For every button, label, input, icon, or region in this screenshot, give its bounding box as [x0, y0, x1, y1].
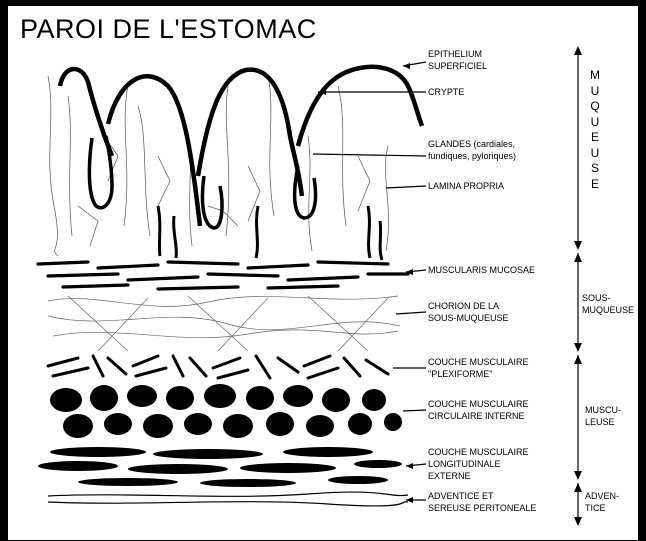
label-epithelium: EPITHELIUM SUPERFICIEL: [428, 48, 487, 72]
stomach-wall-illustration: [8, 6, 638, 540]
crypt-right: [295, 166, 316, 218]
label-glandes: GLANDES (cardiales, fundiques, pylorique…: [428, 138, 516, 162]
label-lamina-propria: LAMINA PROPRIA: [428, 180, 504, 192]
zone-musculeuse: MUSCU- LEUSE: [585, 404, 621, 428]
label-plexiforme: COUCHE MUSCULAIRE "PLEXIFORME": [428, 356, 529, 380]
label-chorion: CHORION DE LA SOUS-MUQUEUSE: [428, 300, 509, 324]
zone-sous-muqueuse: SOUS- MUQUEUSE: [582, 292, 634, 316]
crypt-left: [89, 136, 112, 208]
label-circulaire: COUCHE MUSCULAIRE CIRCULAIRE INTERNE: [428, 398, 529, 422]
zone-adventice: ADVEN- TICE: [585, 490, 619, 514]
submucosa-fibers: [48, 296, 400, 351]
crypt-middle: [202, 176, 222, 228]
gastric-glands: [158, 206, 382, 260]
plexiform-strokes: [48, 356, 388, 378]
label-leader-lines: [313, 62, 426, 500]
muscularis-mucosae-strokes: [38, 262, 408, 289]
label-leader-arrows: [318, 63, 413, 503]
surface-epithelium: [60, 67, 422, 226]
label-muscularis-mucosae: MUSCULARIS MUCOSAE: [428, 264, 535, 276]
circular-muscle-bundles: [50, 384, 402, 438]
label-longitudinale: COUCHE MUSCULAIRE LONGITUDINALE EXTERNE: [428, 446, 529, 482]
zone-muqueuse: M U Q U E U S E: [588, 68, 602, 192]
longitudinal-muscle-fibers: [38, 447, 402, 487]
label-crypte: CRYPTE: [428, 86, 464, 98]
adventice-lines: [48, 492, 408, 506]
label-adventice: ADVENTICE ET SEREUSE PERITONEALE: [428, 490, 536, 514]
diagram-frame: PAROI DE L'ESTOMAC: [8, 6, 638, 540]
